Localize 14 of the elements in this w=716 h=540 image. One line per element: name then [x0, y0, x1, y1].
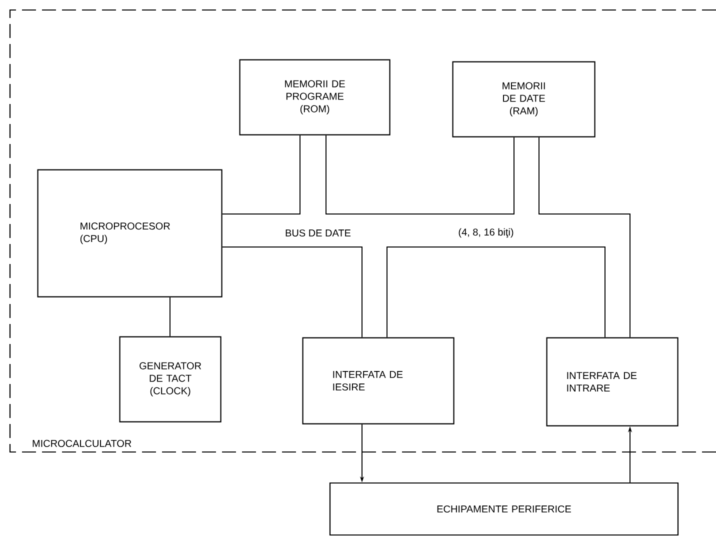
- bus-line: [386, 246, 606, 338]
- bus-label: (4, 8, 16 biţi): [456, 226, 516, 240]
- bus-line: [222, 246, 362, 338]
- block-box: MICROPROCESOR (CPU): [37, 169, 222, 298]
- bus-line: [326, 134, 514, 214]
- bus-line: [538, 136, 630, 338]
- block-box: INTERFATA DE IESIRE: [302, 337, 454, 424]
- bus-label: BUS DE DATE: [284, 228, 352, 238]
- block-box: ECHIPAMENTE PERIFERICE: [329, 482, 679, 536]
- bus-line: [222, 134, 300, 214]
- block-box: MEMORII DE DATE (RAM): [452, 61, 596, 138]
- block-box: GENERATOR DE TACT (CLOCK): [119, 336, 222, 422]
- block-box: INTERFATA DE INTRARE: [546, 337, 678, 426]
- block-box: MEMORII DE PROGRAME (ROM): [239, 59, 390, 136]
